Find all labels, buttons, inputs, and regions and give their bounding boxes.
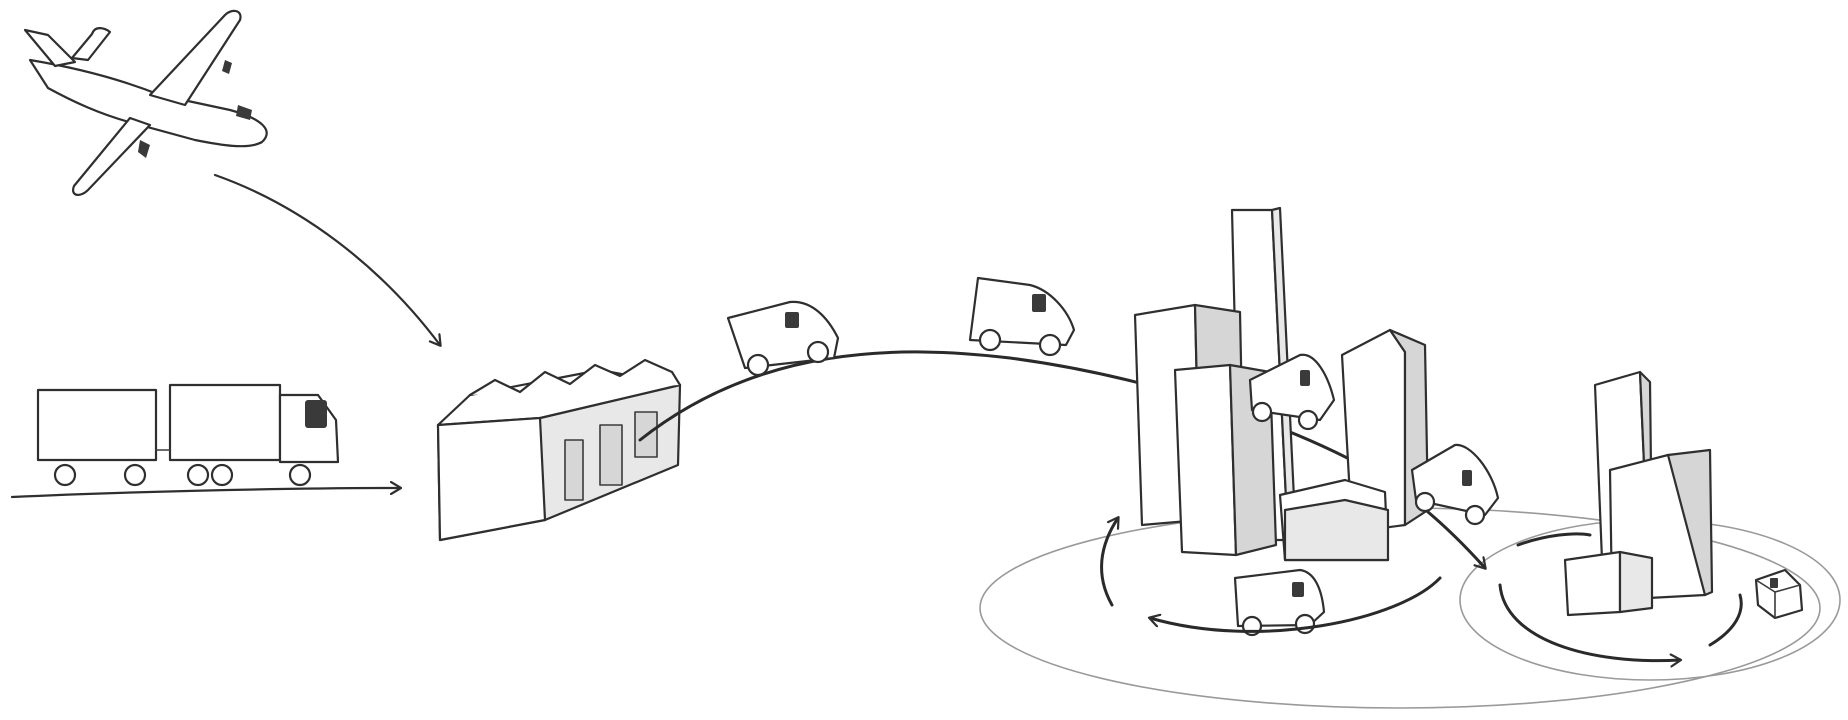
package-icon xyxy=(1756,570,1802,618)
last-mile-loop-arrow xyxy=(1710,595,1741,645)
last-mile-loop-arrow xyxy=(1518,534,1590,545)
delivery-van-icon xyxy=(1235,570,1324,635)
flight-arrow xyxy=(215,175,440,345)
return-loop-arrow xyxy=(1102,518,1118,605)
truck-icon xyxy=(38,385,338,485)
delivery-van-icon xyxy=(728,302,838,375)
warehouse-icon xyxy=(438,360,680,540)
road-arrow xyxy=(12,488,400,497)
airplane-icon xyxy=(25,11,267,195)
delivery-van-icon xyxy=(970,278,1074,355)
city-buildings-icon xyxy=(1135,208,1712,615)
